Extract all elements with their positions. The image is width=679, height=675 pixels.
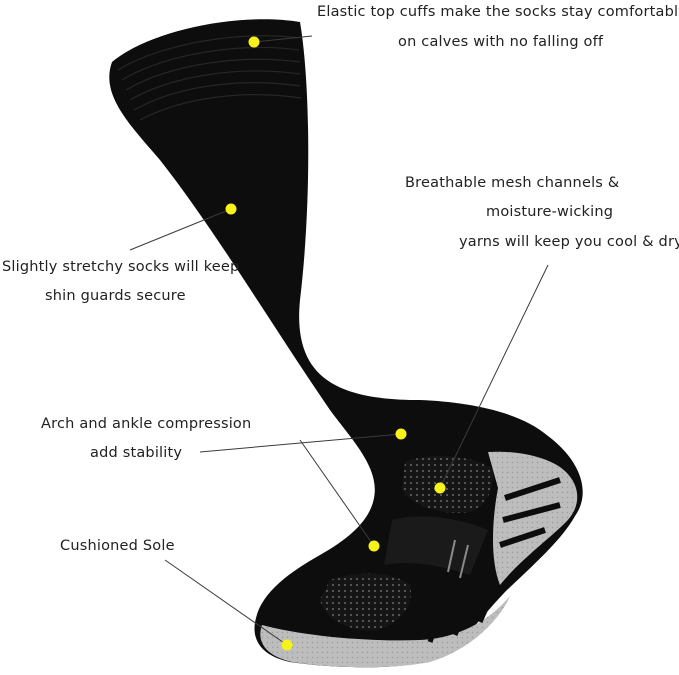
heel-stripes	[499, 477, 561, 548]
callout-lines	[129, 35, 549, 646]
arch-band	[384, 516, 488, 575]
dot-mesh	[434, 482, 446, 494]
dot-ankle	[368, 540, 380, 552]
dot-arch	[395, 428, 407, 440]
callout-dots	[225, 36, 446, 651]
arch-caption-line2: add stability	[90, 445, 183, 461]
mesh-panel	[402, 456, 494, 513]
mesh-caption-line3: yarns will keep you cool & dry	[459, 234, 679, 250]
mesh-caption-line1: Breathable mesh channels &	[405, 175, 620, 191]
stretch-caption-line2: shin guards secure	[45, 288, 186, 304]
mesh-caption-line2: moisture-wicking	[486, 204, 614, 220]
cuff-caption-line2: on calves with no falling off	[398, 34, 604, 50]
arch-stripes	[447, 539, 469, 579]
cuff-ribbing	[117, 35, 302, 121]
forefoot-mesh	[320, 573, 411, 631]
arch-caption-line1: Arch and ankle compression	[41, 416, 252, 432]
dot-cuff	[248, 36, 260, 48]
cuff-caption-line1: Elastic top cuffs make the socks stay co…	[317, 4, 679, 20]
heel-cushion	[488, 451, 578, 585]
stretch-caption-line1: Slightly stretchy socks will keep	[2, 259, 240, 275]
dot-stretch	[225, 203, 237, 215]
sole-stripes	[427, 593, 495, 643]
dot-sole	[281, 639, 293, 651]
sole-cushion	[260, 596, 510, 668]
sole-caption: Cushioned Sole	[60, 538, 175, 554]
